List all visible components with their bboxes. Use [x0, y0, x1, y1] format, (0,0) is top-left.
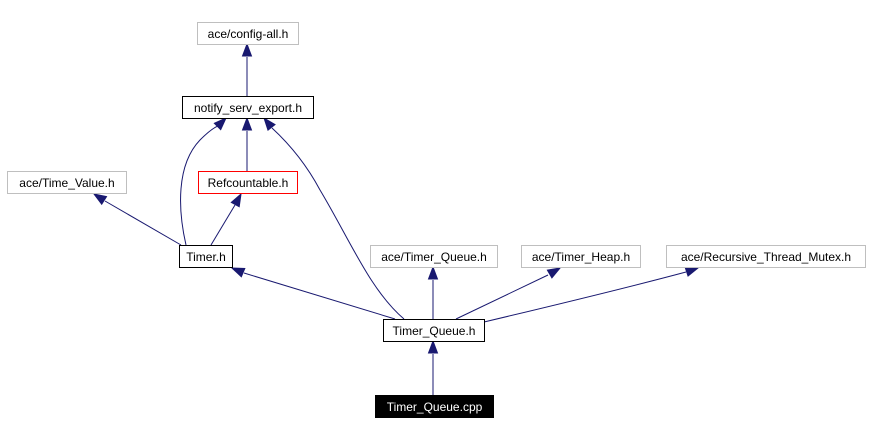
edge-line	[210, 204, 236, 246]
edges-layer	[92, 42, 700, 395]
node-box	[179, 245, 233, 268]
edge-arrowhead	[92, 193, 108, 206]
node-refcountable[interactable]: Refcountable.h	[198, 171, 298, 194]
edge-arrowhead	[230, 267, 246, 278]
edge-timer-to-time_value	[92, 193, 182, 246]
node-box	[198, 171, 298, 194]
edge-line	[243, 272, 396, 320]
edge-arrowhead	[241, 116, 253, 131]
edge-timer_queue_h-to-recursive_mutex	[483, 266, 700, 323]
edge-timer_queue_h-to-timer	[230, 267, 396, 320]
node-label: ace/Timer_Heap.h	[532, 250, 630, 264]
node-timer-queue-h[interactable]: Timer_Queue.h	[383, 319, 485, 342]
node-label: Timer_Queue.h	[393, 324, 476, 338]
node-time-value[interactable]: ace/Time_Value.h	[7, 171, 127, 194]
node-ace-timer-queue[interactable]: ace/Timer_Queue.h	[370, 245, 498, 268]
node-label: ace/config-all.h	[208, 27, 289, 41]
node-box	[383, 319, 485, 342]
edge-timer_queue_cpp-to-timer_queue_h	[427, 339, 439, 395]
nodes-layer: ace/config-all.h notify_serv_export.h ace/…	[7, 22, 866, 418]
node-timer-queue-cpp[interactable]: Timer_Queue.cpp	[375, 395, 494, 418]
node-ace-timer-heap[interactable]: ace/Timer_Heap.h	[521, 245, 641, 268]
node-box	[521, 245, 641, 268]
edge-timer-to-refcountable	[210, 192, 242, 246]
node-box	[375, 395, 494, 418]
node-box	[370, 245, 498, 268]
edge-line	[483, 271, 687, 323]
edge-timer_queue_h-to-ace_timer_heap	[455, 267, 562, 320]
node-label: notify_serv_export.h	[194, 101, 302, 115]
edge-arrowhead	[263, 116, 276, 132]
edge-arrowhead	[241, 42, 253, 57]
node-config-all[interactable]: ace/config-all.h	[197, 22, 299, 45]
edge-refcountable-to-notify_serv_export	[241, 116, 253, 171]
node-box	[666, 245, 866, 268]
node-box	[182, 96, 314, 119]
edge-arrowhead	[230, 192, 242, 208]
node-label: Refcountable.h	[208, 176, 289, 190]
node-box	[7, 171, 127, 194]
edge-arrowhead	[546, 267, 562, 279]
edge-timer_queue_h-to-notify_serv_export	[263, 116, 405, 320]
edge-line	[455, 274, 549, 320]
edge-notify_serv_export-to-config_all	[241, 42, 253, 96]
edge-arrowhead	[427, 265, 439, 280]
edge-arrowhead	[684, 266, 700, 277]
edge-timer-to-notify_serv_export	[180, 116, 228, 246]
node-label: ace/Time_Value.h	[19, 176, 114, 190]
edge-arrowhead	[213, 116, 228, 131]
node-label: ace/Timer_Queue.h	[381, 250, 487, 264]
node-box	[197, 22, 299, 45]
node-recursive-mutex[interactable]: ace/Recursive_Thread_Mutex.h	[666, 245, 866, 268]
edge-timer_queue_h-to-ace_timer_queue	[427, 265, 439, 319]
edge-line	[180, 125, 219, 246]
edge-line	[271, 127, 405, 320]
node-notify-serv-export[interactable]: notify_serv_export.h	[182, 96, 314, 119]
node-label: ace/Recursive_Thread_Mutex.h	[681, 250, 851, 264]
edge-line	[104, 200, 182, 246]
node-timer[interactable]: Timer.h	[179, 245, 233, 268]
edge-arrowhead	[427, 339, 439, 354]
node-label: Timer_Queue.cpp	[387, 400, 483, 414]
node-label: Timer.h	[186, 250, 226, 264]
